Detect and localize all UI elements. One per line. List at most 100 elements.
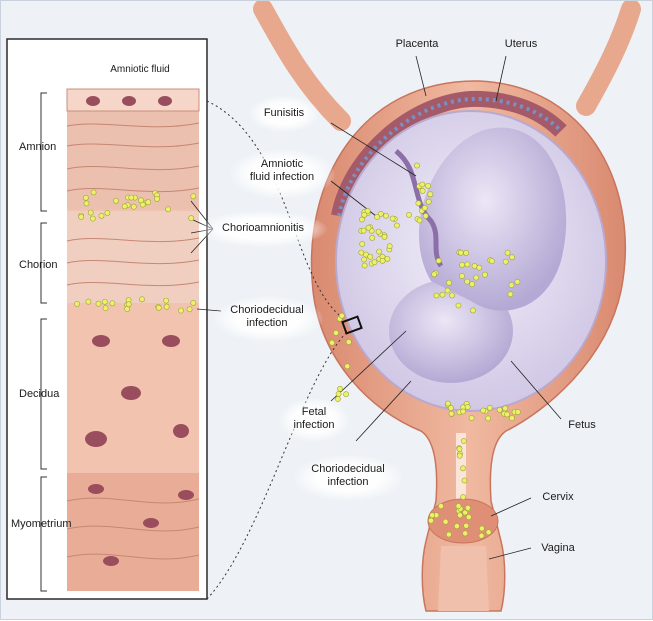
infection-dot — [456, 452, 463, 459]
infection-dot — [425, 198, 432, 205]
amniotic-fluid-header: Amniotic fluid — [110, 64, 170, 75]
amniotic-line1: Amniotic — [260, 158, 304, 170]
infection-dot — [360, 227, 367, 234]
infection-dot — [453, 523, 460, 529]
infection-dot — [165, 206, 171, 213]
layer-label-decidua: Decidua — [19, 388, 60, 400]
infection-dot — [376, 248, 382, 255]
infection-dot — [464, 261, 471, 268]
infection-dot — [435, 257, 442, 264]
infection-dot — [95, 300, 102, 307]
infection-dot — [361, 262, 368, 269]
infection-dot — [334, 396, 341, 402]
infection-dot — [460, 494, 467, 500]
chorioamnionitis-label: Chorioamnionitis — [222, 222, 304, 234]
vaginal-canal — [438, 546, 489, 611]
infection-dot — [371, 259, 378, 266]
infection-dot — [188, 215, 195, 222]
infection-dot — [502, 258, 509, 265]
infection-dot — [419, 187, 426, 194]
infection-dot — [359, 241, 366, 247]
infection-dot — [449, 292, 455, 299]
infection-dot — [124, 306, 131, 312]
infection-dot — [486, 404, 493, 411]
infection-dot — [461, 477, 468, 484]
infection-dot — [457, 249, 464, 256]
infection-dot — [427, 191, 434, 198]
infection-dot — [464, 278, 471, 285]
choriodecidual-line1: Choriodecidual — [230, 304, 304, 316]
infection-dot — [109, 300, 116, 307]
infection-dot — [444, 287, 451, 294]
left-fallopian-tube — [253, 1, 351, 131]
placenta-label: Placenta — [395, 38, 439, 50]
infection-dot — [470, 307, 476, 314]
infection-dot — [383, 212, 389, 219]
infection-dots — [74, 162, 521, 539]
infection-dot — [478, 532, 485, 539]
infection-dot — [163, 297, 169, 304]
infection-dot — [125, 301, 132, 308]
infection-dot — [447, 405, 454, 411]
infection-dot — [85, 298, 92, 305]
infection-dot — [190, 299, 197, 306]
infection-dot — [502, 405, 509, 412]
infection-dot — [128, 194, 135, 201]
infection-dot — [154, 195, 160, 202]
infection-dot — [459, 261, 465, 268]
layer-label-amnion: Amnion — [19, 141, 57, 153]
funisitis-label: Funisitis — [263, 107, 305, 119]
infection-dot — [504, 249, 511, 256]
infection-dot — [386, 243, 393, 250]
layer-brackets — [40, 92, 47, 592]
fetal-line1: Fetal — [301, 406, 327, 418]
infection-dot — [504, 411, 510, 418]
right-fallopian-tube — [576, 1, 641, 116]
infection-dot — [337, 385, 343, 392]
infection-dot — [460, 465, 466, 472]
infection-dot — [361, 256, 367, 263]
choriodecidual-bottom-line1: Choriodecidual — [311, 463, 385, 475]
infection-dot — [384, 255, 391, 262]
infection-dot — [459, 273, 465, 279]
infection-dot — [138, 197, 144, 204]
infection-dot — [446, 279, 452, 286]
vagina-label: Vagina — [541, 542, 575, 554]
infection-dot — [190, 193, 197, 200]
infection-dot — [359, 216, 365, 223]
infection-dot — [333, 329, 339, 336]
infection-dot — [113, 197, 119, 204]
infection-dot — [463, 522, 470, 529]
infection-dot — [155, 304, 162, 311]
infection-dot — [460, 408, 466, 415]
infection-dot — [429, 512, 436, 519]
infection-dot — [442, 518, 449, 525]
infection-dot — [377, 210, 384, 217]
infection-dot — [460, 438, 467, 444]
infection-dot — [462, 530, 469, 537]
infection-dot — [344, 363, 351, 370]
infection-dot — [361, 211, 368, 218]
chorion-layer — [67, 211, 199, 303]
infection-dot — [369, 234, 376, 241]
infection-dot — [481, 271, 488, 278]
infection-dot — [465, 514, 472, 520]
infection-dot — [455, 302, 462, 309]
infection-dot — [102, 305, 109, 312]
choriodecidual-bottom-line2: infection — [327, 476, 369, 488]
infection-dot — [375, 228, 382, 235]
infection-dot — [83, 200, 90, 207]
choriodecidual-infection-left-label: Choriodecidual infection — [217, 304, 317, 330]
infection-dot — [456, 446, 463, 452]
infection-dot — [130, 203, 137, 210]
cell-nuclei — [85, 96, 194, 566]
fetus-label: Fetus — [568, 419, 596, 431]
infection-dot — [428, 517, 434, 524]
infection-dot — [433, 292, 440, 299]
infection-dot — [101, 298, 108, 305]
infection-dot — [338, 312, 345, 319]
infection-dot — [381, 233, 388, 240]
tissue-fibers — [66, 122, 200, 560]
